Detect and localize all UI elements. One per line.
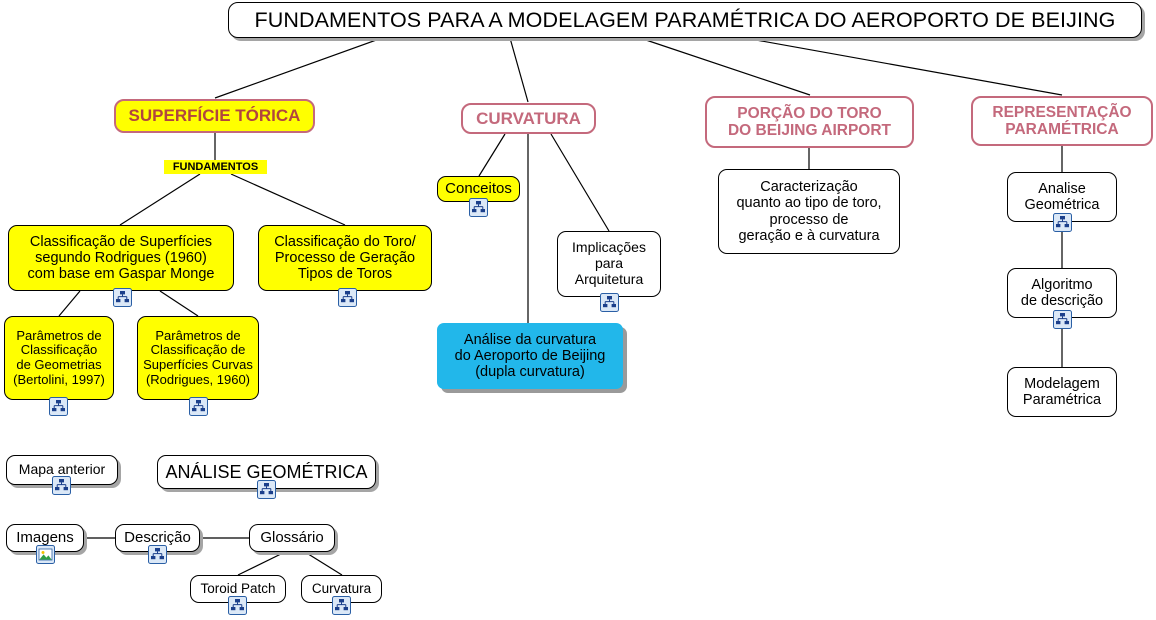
node-superficie-torica[interactable]: SUPERFÍCIE TÓRICA	[114, 99, 315, 133]
concept-map-icon[interactable]	[469, 198, 488, 217]
concept-map-icon[interactable]	[148, 545, 167, 564]
concept-map-icon[interactable]	[1053, 310, 1072, 329]
concept-map-icon[interactable]	[228, 596, 247, 615]
concept-map-icon[interactable]	[600, 293, 619, 312]
node-algoritmo-descricao[interactable]: Algoritmo de descrição	[1007, 268, 1117, 318]
node-curvatura[interactable]: CURVATURA	[461, 103, 596, 134]
node-representacao-parametrica[interactable]: REPRESENTAÇÃO PARAMÉTRICA	[971, 96, 1153, 146]
node-conceitos[interactable]: Conceitos	[437, 176, 520, 202]
node-modelagem-parametrica[interactable]: Modelagem Paramétrica	[1007, 367, 1117, 417]
map-title: FUNDAMENTOS PARA A MODELAGEM PARAMÉTRICA…	[228, 2, 1142, 38]
concept-map-icon[interactable]	[189, 397, 208, 416]
node-parametros-superficies[interactable]: Parâmetros de Classificação de Superfíci…	[137, 316, 259, 400]
nav-glossario[interactable]: Glossário	[249, 524, 335, 552]
concept-map-icon[interactable]	[52, 476, 71, 495]
nav-analise-geometrica[interactable]: ANÁLISE GEOMÉTRICA	[157, 455, 376, 489]
concept-map-icon[interactable]	[49, 397, 68, 416]
node-porcao-do-toro[interactable]: PORÇÃO DO TORO DO BEIJING AIRPORT	[705, 96, 914, 148]
concept-map-icon[interactable]	[332, 596, 351, 615]
node-caracterizacao[interactable]: Caracterização quanto ao tipo de toro, p…	[718, 169, 900, 254]
link-label-fundamentos: FUNDAMENTOS	[164, 160, 267, 174]
node-analise-curvatura-aeroporto[interactable]: Análise da curvatura do Aeroporto de Bei…	[437, 323, 623, 389]
concept-map-icon[interactable]	[338, 288, 357, 307]
node-implicacoes-arquitetura[interactable]: Implicações para Arquitetura	[557, 231, 661, 297]
node-classificacao-toro[interactable]: Classificação do Toro/ Processo de Geraç…	[258, 225, 432, 291]
concept-map-icon[interactable]	[257, 480, 276, 499]
concept-map-icon[interactable]	[1053, 213, 1072, 232]
concept-map-icon[interactable]	[113, 288, 132, 307]
node-classificacao-superficies[interactable]: Classificação de Superfícies segundo Rod…	[8, 225, 234, 291]
node-parametros-geometrias[interactable]: Parâmetros de Classificação de Geometria…	[4, 316, 114, 400]
image-thumbnail-icon[interactable]	[36, 545, 55, 564]
